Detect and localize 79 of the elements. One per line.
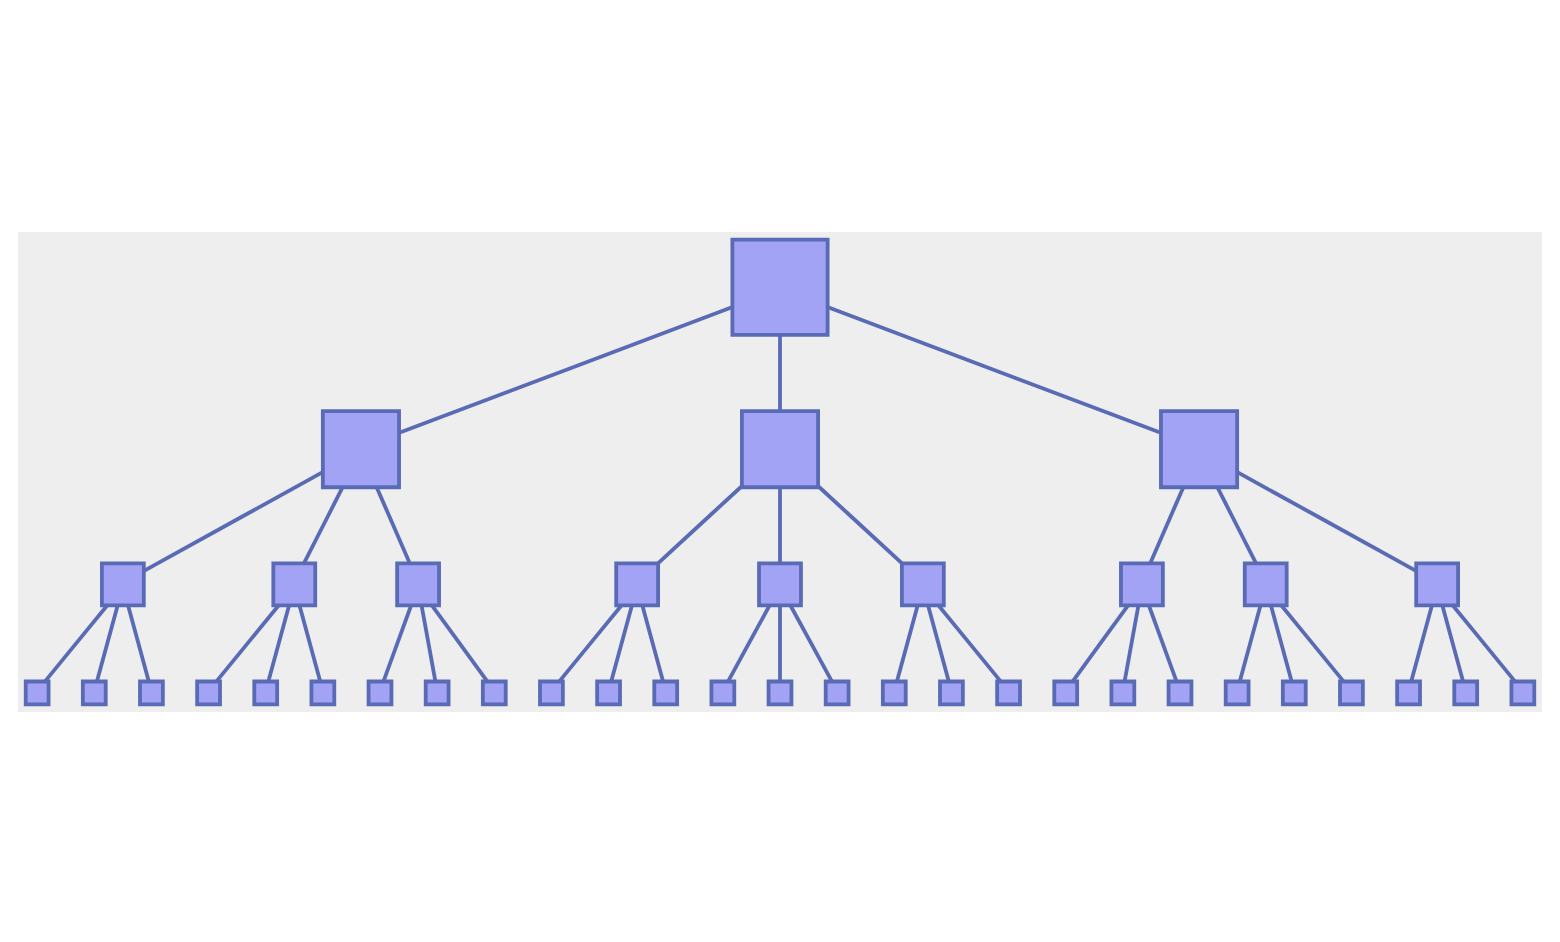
connector [95, 604, 120, 681]
node-box [1414, 560, 1460, 607]
connector [656, 483, 743, 564]
connector [381, 603, 413, 682]
connector [430, 603, 489, 682]
node-box [309, 678, 337, 706]
connector [726, 603, 772, 682]
connector [266, 604, 291, 681]
connector [1409, 604, 1434, 681]
connector [778, 333, 782, 410]
connector [640, 604, 665, 681]
node-box [823, 678, 851, 706]
connector [827, 304, 1162, 434]
node-box [1395, 678, 1422, 706]
connector [1147, 603, 1179, 682]
connector [1236, 469, 1417, 572]
connector [1279, 603, 1345, 682]
node-box [1119, 560, 1165, 607]
node-box [1159, 408, 1240, 489]
connector [1215, 485, 1258, 563]
node-box [709, 678, 737, 706]
node-box [880, 678, 908, 706]
connector [1122, 604, 1141, 681]
connector [778, 486, 782, 562]
connector [778, 604, 782, 681]
node-box [652, 678, 680, 706]
connector [788, 603, 834, 682]
connector [126, 604, 151, 681]
node-box [1109, 678, 1137, 706]
node-box [1509, 678, 1537, 706]
connector [1071, 603, 1130, 682]
connector [43, 603, 109, 682]
connector [937, 603, 1003, 682]
connector [1148, 485, 1185, 563]
node-box [100, 560, 146, 607]
node-box [1052, 678, 1080, 706]
connector [302, 485, 345, 563]
node-box [1223, 678, 1251, 706]
node-box [480, 678, 508, 706]
connector [375, 485, 412, 563]
node-box [1452, 678, 1480, 706]
node-box [757, 560, 803, 607]
node-box [195, 678, 222, 706]
node-box [80, 678, 108, 706]
node-box [320, 408, 401, 489]
node-box [1280, 678, 1308, 706]
connector [215, 603, 281, 682]
node-box [1166, 678, 1194, 706]
node-box [766, 678, 794, 706]
node-box [538, 678, 565, 706]
node-box [995, 678, 1022, 706]
connector [1451, 603, 1517, 682]
connector [557, 603, 623, 682]
connector [1269, 604, 1294, 681]
connector [926, 604, 951, 681]
connector [398, 304, 733, 434]
connector [817, 483, 904, 564]
connector [1237, 604, 1263, 681]
connector [143, 469, 324, 572]
node-box [1338, 678, 1365, 706]
connector [297, 604, 323, 681]
node-box [900, 560, 946, 607]
node-box [614, 560, 660, 607]
node-box [423, 678, 451, 706]
connector [419, 604, 438, 681]
node-box [730, 236, 830, 336]
node-box [366, 678, 394, 706]
node-box [1242, 560, 1289, 607]
node-box [23, 678, 51, 706]
node-box [138, 678, 165, 706]
node-box [740, 408, 820, 489]
node-box [252, 678, 280, 706]
node-box [938, 678, 965, 706]
node-box [595, 678, 622, 706]
connector [609, 604, 634, 681]
node-box [271, 560, 318, 607]
node-box [395, 560, 441, 607]
connector [895, 604, 920, 681]
connector [1440, 604, 1465, 681]
